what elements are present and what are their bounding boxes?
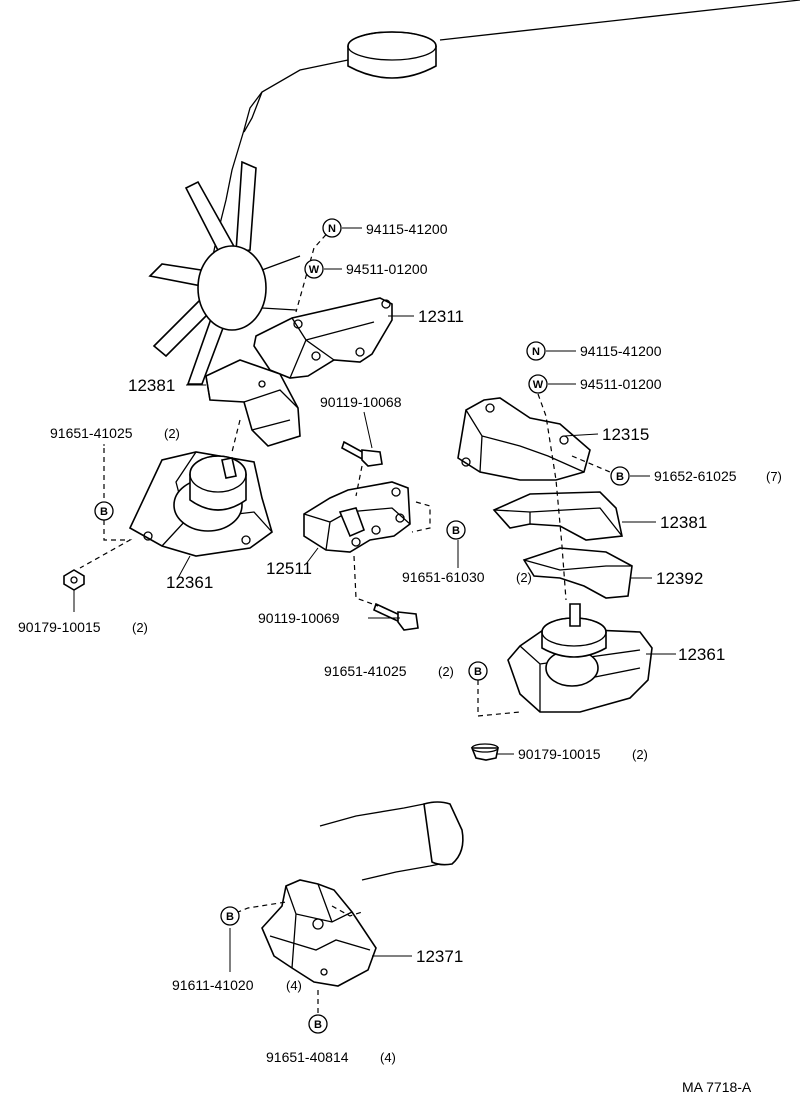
part-label-12361-right: 12361 xyxy=(678,645,725,664)
engine-mount-12361-right xyxy=(507,603,653,713)
svg-text:B: B xyxy=(226,911,234,923)
qty-91611-41020: (4) xyxy=(286,978,302,993)
svg-text:W: W xyxy=(309,264,320,276)
bolt-badge-91651-40814-icon: B xyxy=(308,1014,328,1034)
qty-91651-41025-left: (2) xyxy=(164,426,180,441)
svg-text:B: B xyxy=(452,525,460,537)
svg-text:W: W xyxy=(533,379,544,391)
washer-badge-right-icon: W xyxy=(528,374,548,394)
part-label-91652-61025: 91652-61025 xyxy=(654,468,737,484)
qty-91651-41025-right: (2) xyxy=(438,664,454,679)
svg-text:B: B xyxy=(100,506,108,518)
washer-badge-left-icon: W xyxy=(304,259,324,279)
nut-badge-right-icon: N xyxy=(526,341,546,361)
nut-90179-10015-left-icon xyxy=(63,569,85,591)
part-label-90119-10069: 90119-10069 xyxy=(258,610,340,626)
part-label-94115-41200-left: 94115-41200 xyxy=(366,221,448,237)
cooling-fan-icon xyxy=(148,160,301,385)
part-label-91651-41025-left: 91651-41025 xyxy=(50,425,133,441)
part-label-12311: 12311 xyxy=(418,307,464,326)
rear-mount-12371 xyxy=(261,879,377,987)
qty-90179-10015-right: (2) xyxy=(632,747,648,762)
bolt-badge-91651-61030-icon: B xyxy=(446,520,466,540)
bolt-badge-91611-41020-icon: B xyxy=(220,906,240,926)
part-label-90179-10015-right: 90179-10015 xyxy=(518,746,601,762)
qty-91651-40814: (4) xyxy=(380,1050,396,1065)
part-label-94511-01200-right: 94511-01200 xyxy=(580,376,662,392)
part-label-94115-41200-right: 94115-41200 xyxy=(580,343,662,359)
part-label-94511-01200-left: 94511-01200 xyxy=(346,261,428,277)
qty-90179-10015-left: (2) xyxy=(132,620,148,635)
part-label-12381-right: 12381 xyxy=(660,513,707,532)
bolt-90119-10068-icon xyxy=(341,440,383,467)
part-label-12511: 12511 xyxy=(266,559,312,578)
part-label-12361-left: 12361 xyxy=(166,573,213,592)
bracket-12511 xyxy=(303,481,411,553)
oil-filler-cap-icon xyxy=(347,31,437,79)
engine-mount-bracket-12315 xyxy=(457,397,591,481)
bolt-badge-91652-61025-icon: B xyxy=(610,466,630,486)
leader-lines xyxy=(73,227,676,972)
part-label-12371: 12371 xyxy=(416,947,463,966)
part-label-91611-41020: 91611-41020 xyxy=(172,977,254,993)
insulator-12381-left xyxy=(205,359,301,447)
svg-text:N: N xyxy=(532,346,540,358)
engine-mount-bracket-12311 xyxy=(253,297,393,379)
part-label-12315: 12315 xyxy=(602,425,649,444)
bolt-badge-91651-41025-right-icon: B xyxy=(468,661,488,681)
bolt-90119-10069-icon xyxy=(373,602,419,631)
svg-text:B: B xyxy=(474,666,482,678)
nut-90179-10015-right-icon xyxy=(470,743,499,761)
part-label-91651-41025-right: 91651-41025 xyxy=(324,663,407,679)
engine-mount-12361-left xyxy=(128,451,273,557)
engine-block-outline xyxy=(205,0,800,291)
qty-91652-61025: (7) xyxy=(766,469,782,484)
part-label-90119-10068: 90119-10068 xyxy=(320,394,402,410)
part-label-91651-61030: 91651-61030 xyxy=(402,569,485,585)
bolt-badge-91651-41025-left-icon: B xyxy=(94,501,114,521)
part-label-12392: 12392 xyxy=(656,569,703,588)
svg-text:B: B xyxy=(314,1019,322,1031)
plate-12392 xyxy=(522,547,633,599)
figure-code: MA 7718-A xyxy=(682,1079,752,1095)
insulator-12381-right xyxy=(492,491,623,541)
nut-badge-left-icon: N xyxy=(322,218,342,238)
transmission-extension-outline xyxy=(319,801,464,881)
svg-text:B: B xyxy=(616,471,624,483)
part-label-91651-40814: 91651-40814 xyxy=(266,1049,349,1065)
dashed-assembly-lines xyxy=(79,227,611,1022)
svg-text:N: N xyxy=(328,223,336,235)
part-label-90179-10015-left: 90179-10015 xyxy=(18,619,101,635)
part-label-12381-left: 12381 xyxy=(128,376,175,395)
qty-91651-61030: (2) xyxy=(516,570,532,585)
